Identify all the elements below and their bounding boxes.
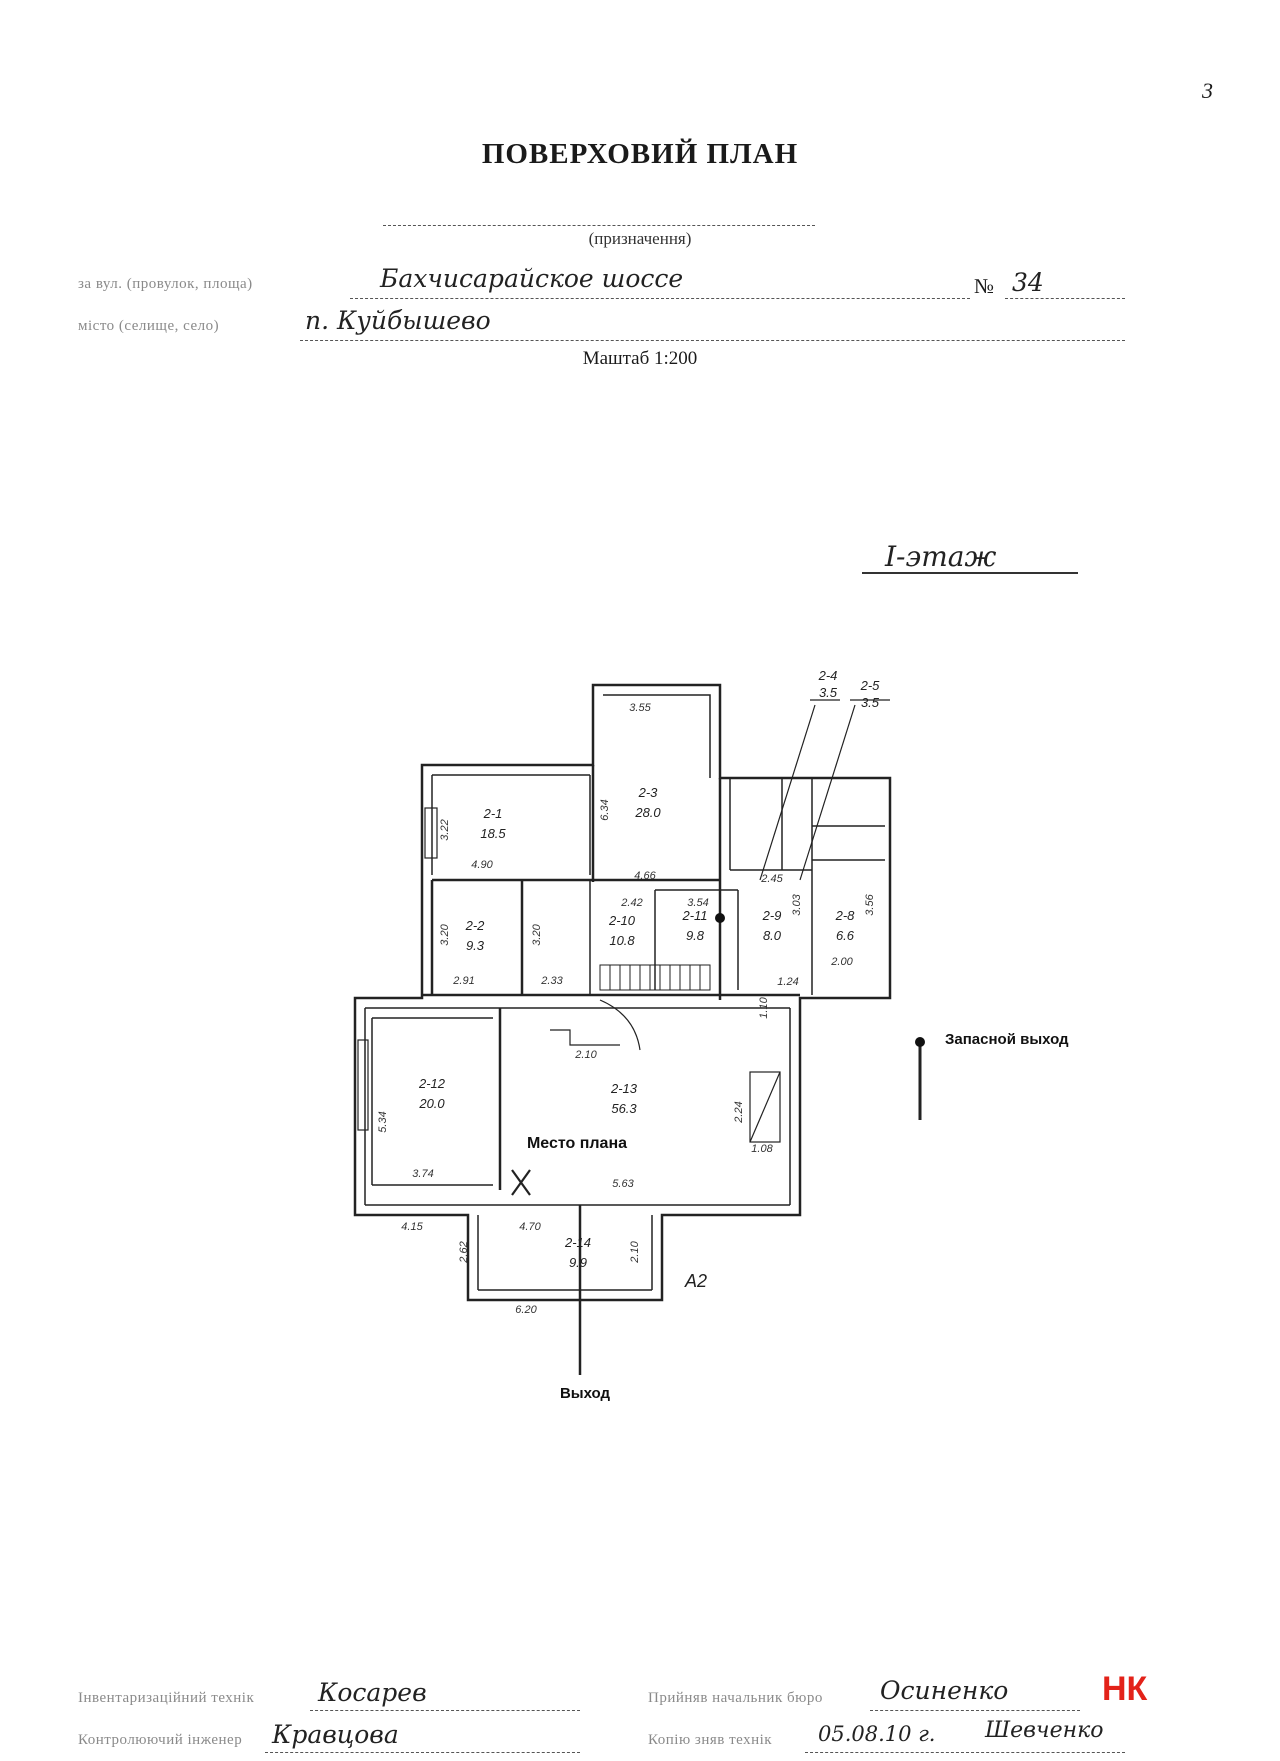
room-id: 2-13 — [610, 1081, 638, 1096]
room-area: 10.8 — [609, 933, 635, 948]
emergency-exit-marker — [915, 1037, 925, 1047]
settlement-label: місто (селище, село) — [78, 318, 220, 334]
annex-label: А2 — [684, 1271, 707, 1291]
page-title: ПОВЕРХОВИЙ ПЛАН — [481, 138, 799, 170]
copied-signature: Шевченко — [985, 1718, 1104, 1743]
dimension: 4.90 — [471, 859, 493, 871]
room-id: 2-5 — [860, 678, 881, 693]
page-number: 3 — [1202, 78, 1213, 103]
dimension: 2.00 — [830, 956, 853, 968]
settlement-value: п. Куйбышево — [305, 306, 491, 335]
dimension: 2.24 — [733, 1101, 745, 1123]
dimension: 2.45 — [760, 873, 783, 885]
dimension: 1.08 — [751, 1143, 773, 1155]
room-id: 2-14 — [564, 1235, 591, 1250]
accepted-line — [870, 1710, 1080, 1711]
dimension: 2.42 — [620, 897, 642, 909]
room-id: 2-9 — [762, 908, 782, 923]
room-area: 18.5 — [480, 826, 506, 841]
room-id: 2-12 — [418, 1076, 446, 1091]
dimension: 4.15 — [401, 1221, 423, 1233]
dimension: 6.34 — [599, 799, 611, 820]
room-area: 9.8 — [686, 928, 705, 943]
room-id: 2-8 — [835, 908, 856, 923]
dimension: 3.03 — [791, 893, 803, 915]
accepted-label: Прийняв начальник бюро — [648, 1690, 823, 1706]
dimension: 2.10 — [574, 1049, 597, 1061]
checker-label: Контролюючий інженер — [78, 1732, 243, 1748]
street-value: Бахчисарайское шоссе — [380, 264, 684, 293]
room-area: 3.5 — [861, 695, 880, 710]
room-id: 2-10 — [608, 913, 636, 928]
number-label: № — [974, 274, 995, 298]
room-id: 2-2 — [465, 918, 486, 933]
watermark-logo: НК — [1102, 1670, 1148, 1708]
dimension: 5.63 — [612, 1178, 634, 1190]
exit-label: Выход — [560, 1385, 611, 1402]
dimension: 3.22 — [439, 819, 451, 840]
place-label: Место плана — [527, 1135, 627, 1152]
copied-label: Копію зняв технік — [648, 1732, 773, 1748]
purpose-caption: (призначення) — [588, 229, 692, 248]
technician-line — [310, 1710, 580, 1711]
dimension: 3.55 — [629, 702, 651, 714]
room-id: 2-3 — [638, 785, 659, 800]
checker-signature: Кравцова — [272, 1720, 399, 1749]
plan-walls — [353, 683, 922, 1375]
dimension: 6.20 — [515, 1304, 537, 1316]
purpose-line — [383, 225, 815, 226]
number-value: 34 — [1012, 268, 1044, 297]
emergency-exit-label: Запасной выход — [945, 1031, 1069, 1048]
dimension: 3.20 — [531, 923, 543, 945]
dimension: 4.66 — [634, 870, 656, 882]
dimension: 1.24 — [777, 976, 798, 988]
accepted-signature: Осиненко — [880, 1676, 1009, 1705]
checker-line — [265, 1752, 580, 1753]
street-line — [350, 298, 970, 299]
dimension: 3.74 — [412, 1168, 433, 1180]
dimension: 2.62 — [458, 1241, 470, 1263]
dimension-labels: 3.55 4.90 4.66 2.91 2.33 2.42 3.54 2.00 … — [377, 702, 876, 1316]
dimension: 3.20 — [439, 923, 451, 945]
dimension: 1.10 — [758, 996, 770, 1018]
dimension: 4.70 — [519, 1221, 541, 1233]
dimension: 2.33 — [540, 975, 563, 987]
floor-label: I-этаж — [885, 540, 997, 573]
dimension: 3.56 — [864, 893, 876, 915]
room-id: 2-4 — [818, 668, 838, 683]
scale: Маштаб 1:200 — [582, 348, 698, 369]
copied-line — [805, 1752, 1125, 1753]
room-area: 3.5 — [819, 685, 838, 700]
room-area: 9.9 — [569, 1255, 587, 1270]
room-id: 2-11 — [681, 908, 707, 923]
copied-date: 05.08.10 г. — [818, 1722, 936, 1746]
room-labels: 2-1 18.5 2-2 9.3 2-3 28.0 2-4 3.5 2-5 3.… — [418, 668, 880, 1270]
dimension: 5.34 — [377, 1111, 389, 1132]
room-area: 28.0 — [634, 805, 661, 820]
settlement-line — [300, 340, 1125, 341]
room-area: 20.0 — [418, 1096, 445, 1111]
technician-label: Інвентаризаційний технік — [78, 1690, 255, 1706]
number-line — [1005, 298, 1125, 299]
stair-marker — [715, 913, 725, 923]
floor-underline — [862, 572, 1078, 574]
room-area: 56.3 — [611, 1101, 637, 1116]
room-area: 8.0 — [763, 928, 782, 943]
dimension: 2.91 — [452, 975, 474, 987]
dimension: 2.10 — [629, 1240, 641, 1263]
dimension: 3.54 — [687, 897, 708, 909]
room-area: 6.6 — [836, 928, 855, 943]
room-id: 2-1 — [483, 806, 503, 821]
street-label: за вул. (провулок, площа) — [78, 276, 253, 292]
room-area: 9.3 — [466, 938, 485, 953]
technician-signature: Косарев — [318, 1678, 427, 1707]
